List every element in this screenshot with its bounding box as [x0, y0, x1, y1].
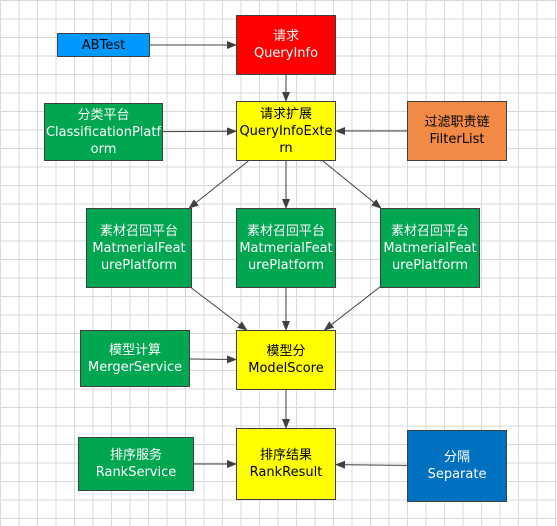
- node-line: MatmerialFeat: [239, 240, 333, 256]
- node-line: 模型计算: [108, 342, 161, 358]
- node-line: MergerService: [88, 359, 182, 375]
- node-material-center: 素材召回平台 MatmerialFeat urePlatform: [236, 208, 336, 288]
- node-line: 素材召回平台: [390, 223, 469, 239]
- node-model-score: 模型分 ModelScore: [236, 330, 336, 390]
- node-material-left: 素材召回平台 MatmerialFeat urePlatform: [86, 208, 192, 288]
- arrow-material-left-to-model-score: [191, 287, 248, 331]
- node-line: 模型分: [266, 344, 306, 359]
- node-line: RankService: [95, 465, 177, 480]
- node-line: 素材召回平台: [246, 223, 325, 239]
- node-line: 排序结果: [259, 448, 312, 463]
- node-query-info: 请求 QueryInfo: [236, 15, 336, 75]
- node-line: urePlatform: [391, 257, 469, 273]
- arrow-material-right-to-model-score: [323, 286, 381, 331]
- node-line: urePlatform: [100, 257, 178, 273]
- node-abtest: ABTest: [57, 33, 150, 57]
- node-line: RankResult: [249, 465, 323, 480]
- node-line: FilterList: [429, 132, 485, 147]
- node-line: QueryInfoExte: [239, 123, 333, 139]
- node-line: 过滤职责链: [424, 115, 490, 130]
- node-line: urePlatform: [247, 257, 325, 273]
- node-line: ClassificationPlatf: [45, 124, 162, 140]
- node-filter-list: 过滤职责链 FilterList: [407, 101, 507, 161]
- node-classification-platform: 分类平台 ClassificationPlatf orm: [44, 103, 163, 161]
- node-rank-service: 排序服务 RankService: [78, 437, 194, 491]
- node-rank-result: 排序结果 RankResult: [236, 428, 336, 500]
- node-merger-service: 模型计算 MergerService: [80, 330, 190, 387]
- node-line: 排序服务: [109, 448, 162, 463]
- arrow-separate-to-rank-result: [335, 460, 408, 469]
- node-line: ModelScore: [248, 361, 324, 376]
- node-line: 请求扩展: [259, 106, 312, 122]
- node-line: orm: [90, 141, 117, 157]
- arrow-query-info-extern-to-material-left: [188, 160, 249, 209]
- node-line: 请求: [272, 29, 299, 44]
- arrow-query-info-extern-to-material-right: [322, 160, 382, 209]
- node-line: QueryInfo: [253, 46, 319, 61]
- node-line: MatmerialFeat: [92, 240, 186, 256]
- node-line: ABTest: [81, 37, 126, 53]
- node-material-right: 素材召回平台 MatmerialFeat urePlatform: [380, 208, 480, 288]
- node-line: 分隔: [443, 450, 470, 465]
- node-line: rn: [279, 140, 293, 156]
- node-line: MatmerialFeat: [383, 240, 477, 256]
- node-line: Separate: [427, 467, 487, 482]
- node-line: 素材召回平台: [99, 223, 178, 239]
- node-line: 分类平台: [77, 107, 130, 123]
- node-query-info-extern: 请求扩展 QueryInfoExte rn: [236, 101, 336, 161]
- node-separate: 分隔 Separate: [407, 430, 507, 502]
